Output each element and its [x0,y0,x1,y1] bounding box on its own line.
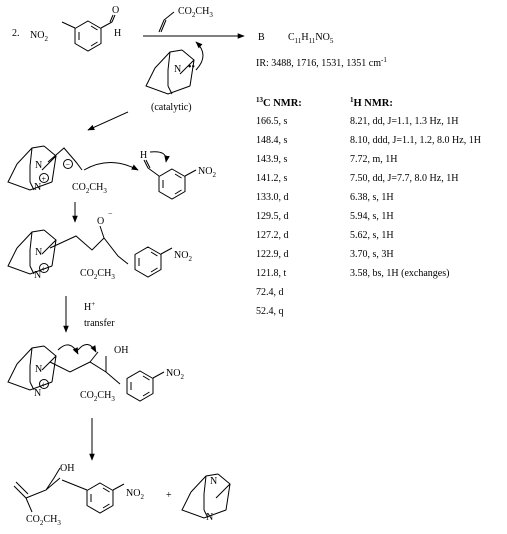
ammonium-n-label-3: N [35,364,42,375]
aldehyde-o-label-2: H [140,150,147,161]
lower-n-label-2: N [34,270,41,281]
ammonium-n-label: N [35,160,42,171]
c13-row: 148.4, s [256,135,288,146]
acrylate-ester-label: CO2CH3 [178,6,213,19]
enolate-ester-label: CO2CH3 [72,182,107,195]
ammonium-n-label-2: N [35,247,42,258]
intermediate-enolate-structure: N + N − CO2CH3 H NO2 [7,145,216,200]
h1-row: 8.21, dd, J=1.1, 1.3 Hz, 1H [350,116,458,127]
plus-charge: + [42,175,47,184]
h1-row: 7.72, m, 1H [350,154,398,165]
c13-row: 52.4, q [256,306,284,317]
lower-n-label-3: N [34,388,41,399]
h1-row: 5.62, s, 1H [350,230,394,241]
hydroxyl-label: OH [114,345,128,356]
compound-label: B [258,32,265,43]
c13-list: 166.5, s 148.4, s 143.9, s 141.2, s 133.… [256,116,289,317]
dabco-n-bottom: N [206,512,213,523]
alkoxide-minus: − [108,209,113,218]
c13-row: 129.5, d [256,211,289,222]
catalyst-n-label: N [174,64,181,75]
h1-row: 6.38, s, 1H [350,192,394,203]
c13-row: 122.9, d [256,249,289,260]
alkoxide-o-label: O [97,216,104,227]
aldehyde-o-label: O [112,5,119,16]
ir-data: IR: 3488, 1716, 1531, 1351 cm-1 [256,56,387,69]
c13-row: 127.2, d [256,230,289,241]
nitro-label-2: NO2 [198,166,216,179]
h1-row: 5.94, s, 1H [350,211,394,222]
plus-charge-3: + [42,381,47,390]
c13-row: 72.4, d [256,287,284,298]
dabco-n-top: N [210,476,217,487]
catalyst-lone-pair: •• [188,62,195,73]
c13-row: 166.5, s [256,116,288,127]
product-hydroxyl-label: OH [60,463,74,474]
c13-row: 141.2, s [256,173,288,184]
c13-row: 143.9, s [256,154,288,165]
product-ester-label: CO2CH3 [26,514,61,527]
elim-ester-label: CO2CH3 [80,390,115,403]
molecular-formula: C11H11NO5 [288,32,334,45]
plus-sign: + [166,490,172,501]
h1-row: 3.58, bs, 1H (exchanges) [350,268,449,279]
c13-header: 13C NMR: [256,96,302,109]
h1-row: 8.10, ddd, J=1.1, 1.2, 8.0 Hz, 1H [350,135,481,146]
nitro-label-1: NO2 [30,30,48,43]
minus-charge: − [66,161,71,170]
nitrobenzaldehyde-structure: H O NO2 [30,5,121,52]
step-arrow-1 [87,111,129,131]
aldehyde-h-label: H [114,28,121,39]
proton-transfer-label: transfer [84,318,115,329]
plus-charge-2: + [42,265,47,274]
product-b-structure: OH CO2CH3 NO2 [13,463,144,527]
c13-row: 121.8, t [256,268,287,279]
dabco-catalyst-structure: N •• [145,41,204,95]
intermediate-elimination-structure: N + N OH CO2CH3 NO2 [7,344,184,403]
h1-list: 8.21, dd, J=1.1, 1.3 Hz, 1H 8.10, ddd, J… [350,116,481,279]
catalytic-label: (catalytic) [151,102,192,113]
proton-transfer-h: H+ [84,300,95,313]
h1-row: 3.70, s, 3H [350,249,394,260]
h1-row: 7.50, dd, J=7.7, 8.0 Hz, 1H [350,173,458,184]
dabco-regenerated-structure: N N [181,473,231,523]
nitro-label-4: NO2 [166,368,184,381]
lower-n-label: N [34,182,41,193]
c13-row: 133.0, d [256,192,289,203]
adduct-ester-label: CO2CH3 [80,268,115,281]
problem-number: 2. [12,28,20,39]
nitro-label-5: NO2 [126,488,144,501]
h1-header: 1H NMR: [350,96,393,109]
nitro-label-3: NO2 [174,250,192,263]
intermediate-alkoxide-structure: N + N O − CO2CH3 NO2 [7,209,192,281]
methyl-acrylate-structure: CO2CH3 [158,6,213,33]
